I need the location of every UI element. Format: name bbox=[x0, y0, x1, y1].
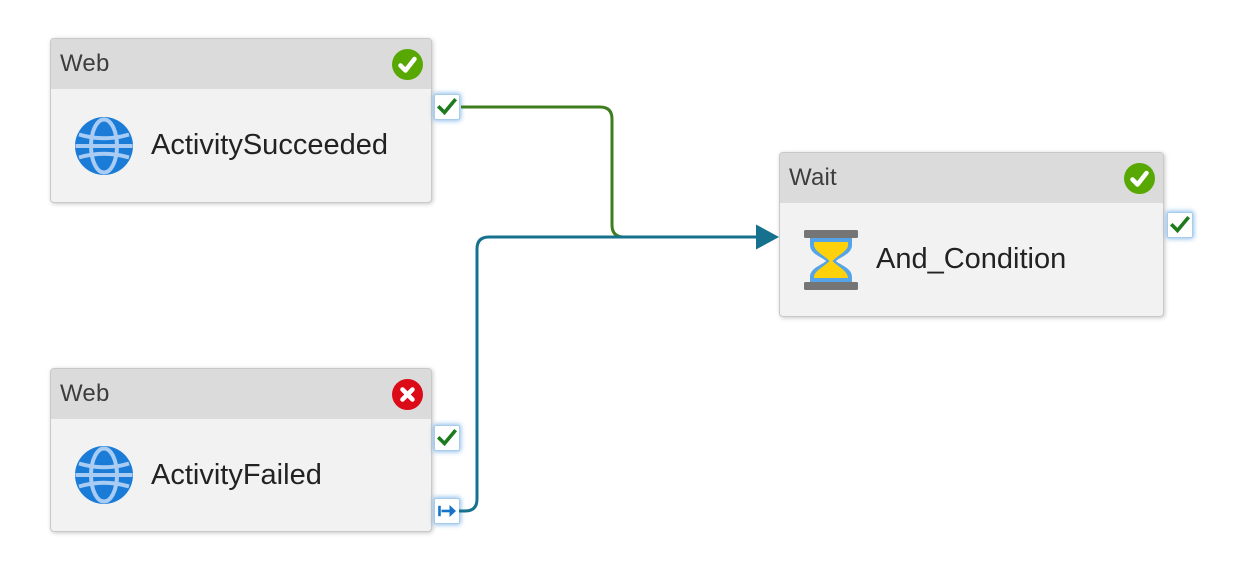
activity-body: And_Condition bbox=[780, 203, 1163, 316]
activity-type-label: Web bbox=[60, 50, 110, 77]
activity-node-activityfailed[interactable]: Web bbox=[50, 368, 460, 532]
edge-success-activitysucceeded-to-andcondition[interactable] bbox=[461, 105, 625, 239]
activity-body: ActivitySucceeded bbox=[51, 89, 431, 202]
edge-completion-activityfailed-to-andcondition[interactable] bbox=[459, 235, 757, 513]
activity-header: Web bbox=[51, 39, 431, 89]
activity-name: ActivityFailed bbox=[151, 458, 322, 491]
activity-name: And_Condition bbox=[876, 243, 1067, 275]
output-port-success[interactable] bbox=[434, 425, 460, 451]
activity-type-label: Web bbox=[60, 380, 110, 407]
globe-icon bbox=[73, 115, 135, 177]
edge-arrowhead-icon bbox=[756, 224, 779, 250]
activity-header: Web bbox=[51, 369, 431, 419]
activity-header: Wait bbox=[780, 153, 1163, 203]
output-port-success[interactable] bbox=[1167, 212, 1193, 238]
activity-type-label: Wait bbox=[789, 164, 837, 191]
output-port-completion[interactable] bbox=[434, 498, 460, 524]
activity-name: ActivitySucceeded bbox=[151, 129, 388, 161]
status-error-icon bbox=[392, 378, 423, 410]
activity-body: ActivityFailed bbox=[51, 419, 431, 531]
activity-node-and-condition[interactable]: Wait And_Condition bbox=[779, 152, 1193, 317]
status-success-icon bbox=[392, 48, 423, 80]
globe-icon bbox=[73, 444, 135, 506]
status-success-icon bbox=[1124, 162, 1155, 194]
output-port-success[interactable] bbox=[434, 94, 460, 120]
activity-node-activitysucceeded[interactable]: Web ActivityS bbox=[50, 38, 460, 203]
hourglass-icon bbox=[802, 229, 860, 290]
